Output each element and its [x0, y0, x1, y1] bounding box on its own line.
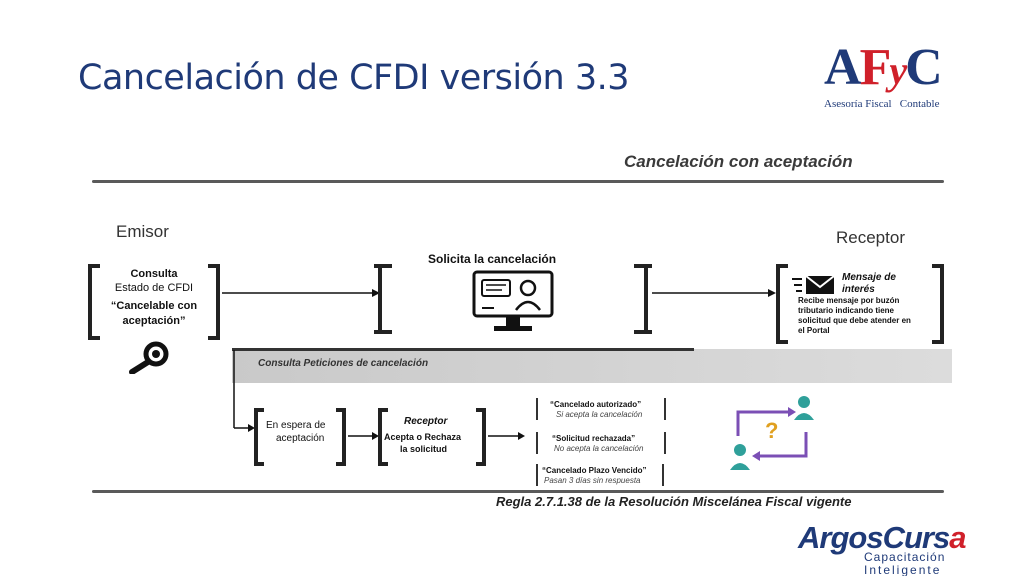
receptor-label: Receptor [836, 228, 905, 247]
connector-band-to-espera [233, 350, 255, 432]
band-label: Consulta Peticiones de cancelación [258, 358, 429, 369]
argoscursa-logo-sub2: Inteligente [864, 563, 942, 576]
consulta-estado-box: Consulta Estado de CFDI “Cancelable con … [88, 264, 220, 340]
solicita-label: Solicita la cancelación [428, 252, 557, 266]
top-divider [92, 180, 944, 183]
emisor-label: Emisor [116, 222, 169, 241]
envelope-icon [792, 275, 835, 294]
slide-title: Cancelación de CFDI versión 3.3 [78, 58, 630, 98]
arrow-receptor-to-outcomes [488, 432, 525, 440]
afyc-logo-mark: AFyC [824, 39, 943, 96]
band-top-line [232, 348, 694, 351]
consulta-peticiones-band [232, 349, 952, 383]
magnifier-icon [129, 341, 169, 374]
argoscursa-logo-name: ArgosCursa [798, 520, 966, 555]
espera-aceptacion-box [254, 408, 346, 466]
question-mark: ? [765, 418, 779, 443]
arrow-emisor-to-solicita [222, 289, 380, 297]
people-exchange-icon [730, 396, 814, 470]
receptor-acepta-box [378, 408, 486, 466]
solicita-cancelacion-box [374, 264, 652, 334]
argoscursa-logo: ArgosCursa Capacitación Inteligente [798, 520, 1018, 576]
bottom-divider [92, 490, 944, 493]
arrow-espera-to-receptor [348, 432, 379, 440]
outcome-rechazada-box [536, 432, 666, 454]
argoscursa-logo-sub1: Capacitación [864, 550, 946, 564]
outcome-autorizado-box [536, 398, 666, 420]
outcome-plazo-vencido-box [536, 464, 664, 486]
cancellation-diagram: Cancelación con aceptación Emisor Recept… [82, 146, 954, 518]
rule-text: Regla 2.7.1.38 de la Resolución Miscelán… [496, 494, 852, 509]
mensaje-interes-box [776, 264, 944, 344]
computer-user-icon [472, 270, 554, 331]
afyc-logo: AFyC Asesoría Fiscal Contable [820, 40, 960, 130]
afyc-logo-tagline: Asesoría Fiscal Contable [824, 98, 940, 110]
arrow-solicita-to-receptor [652, 289, 776, 297]
diagram-title: Cancelación con aceptación [624, 152, 853, 171]
